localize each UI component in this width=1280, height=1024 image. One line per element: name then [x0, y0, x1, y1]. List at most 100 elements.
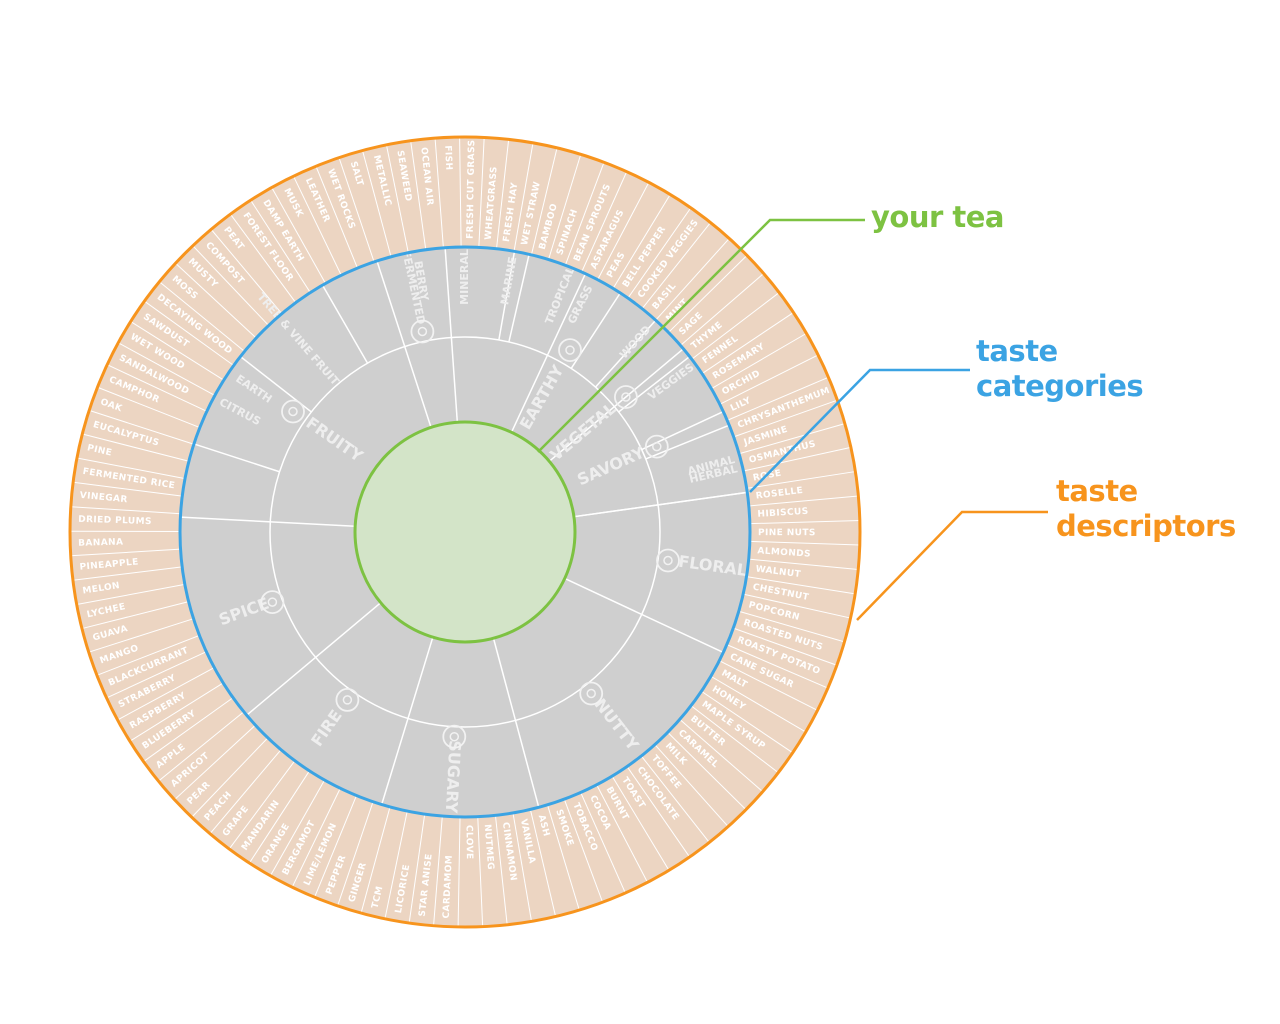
- descriptor-divider: [314, 795, 357, 898]
- acorn-icon: [579, 681, 604, 706]
- descriptor-divider: [612, 194, 671, 289]
- descriptor-divider: [749, 540, 860, 546]
- descriptor-divider: [611, 775, 670, 871]
- descriptor-divider: [70, 506, 181, 515]
- your-tea-label: your tea: [871, 200, 1004, 235]
- descriptor-divider: [192, 245, 269, 326]
- category-divider: [510, 273, 587, 433]
- descriptor-divider: [749, 519, 860, 525]
- descriptor-divider: [597, 182, 650, 280]
- descriptor-divider: [315, 166, 358, 269]
- descriptor-divider: [250, 199, 311, 293]
- descriptor-divider: [641, 222, 711, 310]
- callout-lines: [537, 218, 1048, 621]
- descriptor-divider: [581, 171, 628, 273]
- descriptor-divider: [228, 760, 296, 850]
- descriptor-divider: [596, 784, 648, 883]
- subcategory-divider: [618, 355, 691, 413]
- descriptor-divider: [410, 140, 427, 250]
- descriptor-divider: [433, 816, 443, 926]
- taste-categories-callout-line: [749, 368, 970, 493]
- descriptor-divider: [408, 814, 426, 924]
- jar-icon: [410, 319, 435, 344]
- descriptor-pine-nuts: PINE NUTS: [758, 528, 816, 538]
- descriptor-divider: [70, 548, 181, 557]
- descriptor-divider: [106, 364, 208, 412]
- your-tea-circle: [353, 420, 577, 644]
- descriptor-divider: [654, 744, 729, 827]
- descriptor-divider: [564, 162, 605, 266]
- descriptor-divider: [144, 300, 235, 366]
- descriptor-divider: [580, 792, 626, 894]
- descriptor-divider: [529, 809, 557, 917]
- taste-descriptors-callout-line: [856, 510, 1048, 621]
- descriptor-divider: [118, 342, 216, 396]
- descriptor-nutmeg: NUTMEG: [482, 824, 495, 871]
- descriptor-divider: [743, 593, 851, 619]
- descriptor-divider: [174, 724, 256, 801]
- descriptor-vinegar: VINEGAR: [79, 491, 128, 506]
- descriptor-divider: [88, 618, 194, 653]
- honey-pot-icon: [442, 724, 467, 749]
- descriptor-divider: [746, 576, 856, 595]
- descriptor-divider: [82, 433, 190, 462]
- descriptor-divider: [701, 690, 793, 754]
- descriptor-divider: [691, 292, 780, 360]
- category-divider: [573, 491, 748, 518]
- spice-bowl-icon: [260, 590, 285, 614]
- category-divider: [246, 602, 382, 716]
- taste-categories-line-2: categories: [976, 369, 1144, 403]
- descriptor-banana: BANANA: [78, 537, 124, 548]
- taste-descriptors-line-1: taste: [1056, 474, 1138, 508]
- descriptor-divider: [530, 147, 558, 255]
- descriptor-divider: [701, 312, 794, 375]
- descriptor-divider: [627, 207, 692, 299]
- campfire-icon: [335, 688, 360, 712]
- descriptor-divider: [143, 697, 234, 762]
- taste-descriptors-label: taste descriptors: [1056, 474, 1236, 544]
- descriptor-divider: [81, 601, 189, 630]
- descriptor-divider: [679, 718, 763, 793]
- descriptor-divider: [680, 273, 764, 346]
- descriptor-divider: [159, 281, 245, 352]
- descriptor-divider: [719, 660, 818, 711]
- mortar-icon: [644, 434, 669, 459]
- descriptor-divider: [738, 423, 845, 455]
- descriptor-divider: [743, 446, 851, 472]
- descriptor-divider: [434, 138, 444, 248]
- category-divider: [380, 636, 434, 805]
- descriptor-divider: [746, 471, 856, 489]
- descriptor-fish: FISH: [442, 145, 453, 171]
- subcategory-divider: [498, 251, 516, 341]
- descriptor-divider: [209, 749, 282, 834]
- subcategory-divider: [645, 424, 730, 460]
- descriptor-divider: [726, 644, 829, 689]
- subcategory-boundary: [269, 336, 661, 728]
- taste-categories-line-1: taste: [976, 334, 1058, 368]
- descriptor-divider: [130, 321, 225, 381]
- subcategory-divider: [193, 443, 280, 473]
- leaf-icon: [614, 385, 638, 409]
- descriptor-divider: [360, 806, 391, 914]
- descriptor-divider: [457, 816, 461, 927]
- descriptor-divider: [158, 711, 245, 782]
- descriptor-divider: [733, 627, 838, 666]
- roots-icon: [558, 338, 582, 363]
- descriptor-ring-outline: [68, 135, 862, 929]
- descriptor-divider: [72, 566, 183, 581]
- descriptor-divider: [76, 457, 186, 480]
- your-tea-center: [353, 420, 577, 644]
- your-tea-callout-line: [537, 218, 865, 453]
- descriptor-divider: [733, 399, 838, 438]
- category-divider: [180, 516, 356, 527]
- category-divider: [444, 247, 459, 423]
- category-divider: [492, 638, 540, 808]
- descriptor-divider: [513, 142, 534, 252]
- descriptor-divider: [210, 229, 283, 314]
- descriptor-divider: [563, 798, 604, 903]
- descriptor-divider: [668, 255, 748, 333]
- descriptor-divider: [667, 731, 747, 811]
- category-sugary: SUGARY: [442, 740, 465, 814]
- descriptor-divider: [512, 812, 532, 922]
